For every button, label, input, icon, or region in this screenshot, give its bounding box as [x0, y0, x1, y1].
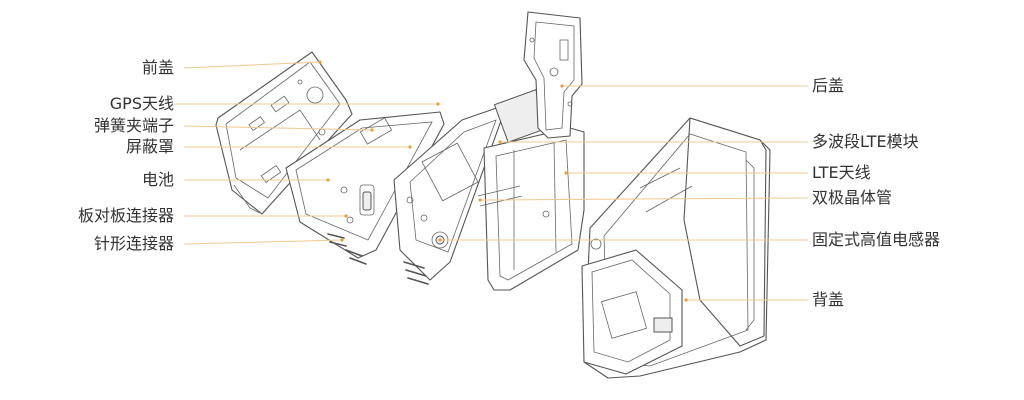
- label-spring-clip-terminal: 弹簧夹端子: [93, 116, 174, 135]
- rear-cover-part: [523, 11, 583, 139]
- label-battery: 电池: [141, 170, 174, 189]
- back-cover-part: [581, 117, 771, 379]
- front-cover-part: [215, 51, 353, 215]
- label-lte-antenna: LTE天线: [812, 163, 871, 182]
- label-shield: 屏蔽罩: [125, 137, 174, 156]
- leader-lines-right: [438, 84, 809, 302]
- label-back-cover: 背盖: [812, 290, 845, 309]
- label-front-cover: 前盖: [141, 58, 174, 77]
- lte-module-board-part: [393, 89, 551, 285]
- label-bipolar-transistor: 双极晶体管: [812, 188, 893, 207]
- label-board-to-board-connector: 板对板连接器: [77, 206, 174, 225]
- label-multiband-lte-module: 多波段LTE模块: [812, 132, 919, 151]
- label-pin-connector: 针形连接器: [93, 234, 174, 253]
- label-rear-cover: 后盖: [812, 76, 845, 95]
- label-fixed-high-value-inductor: 固定式高值电感器: [812, 230, 941, 249]
- label-gps-antenna: GPS天线: [109, 94, 174, 113]
- leader-lines-left: [174, 60, 440, 245]
- chassis-bracket-part: [477, 127, 585, 291]
